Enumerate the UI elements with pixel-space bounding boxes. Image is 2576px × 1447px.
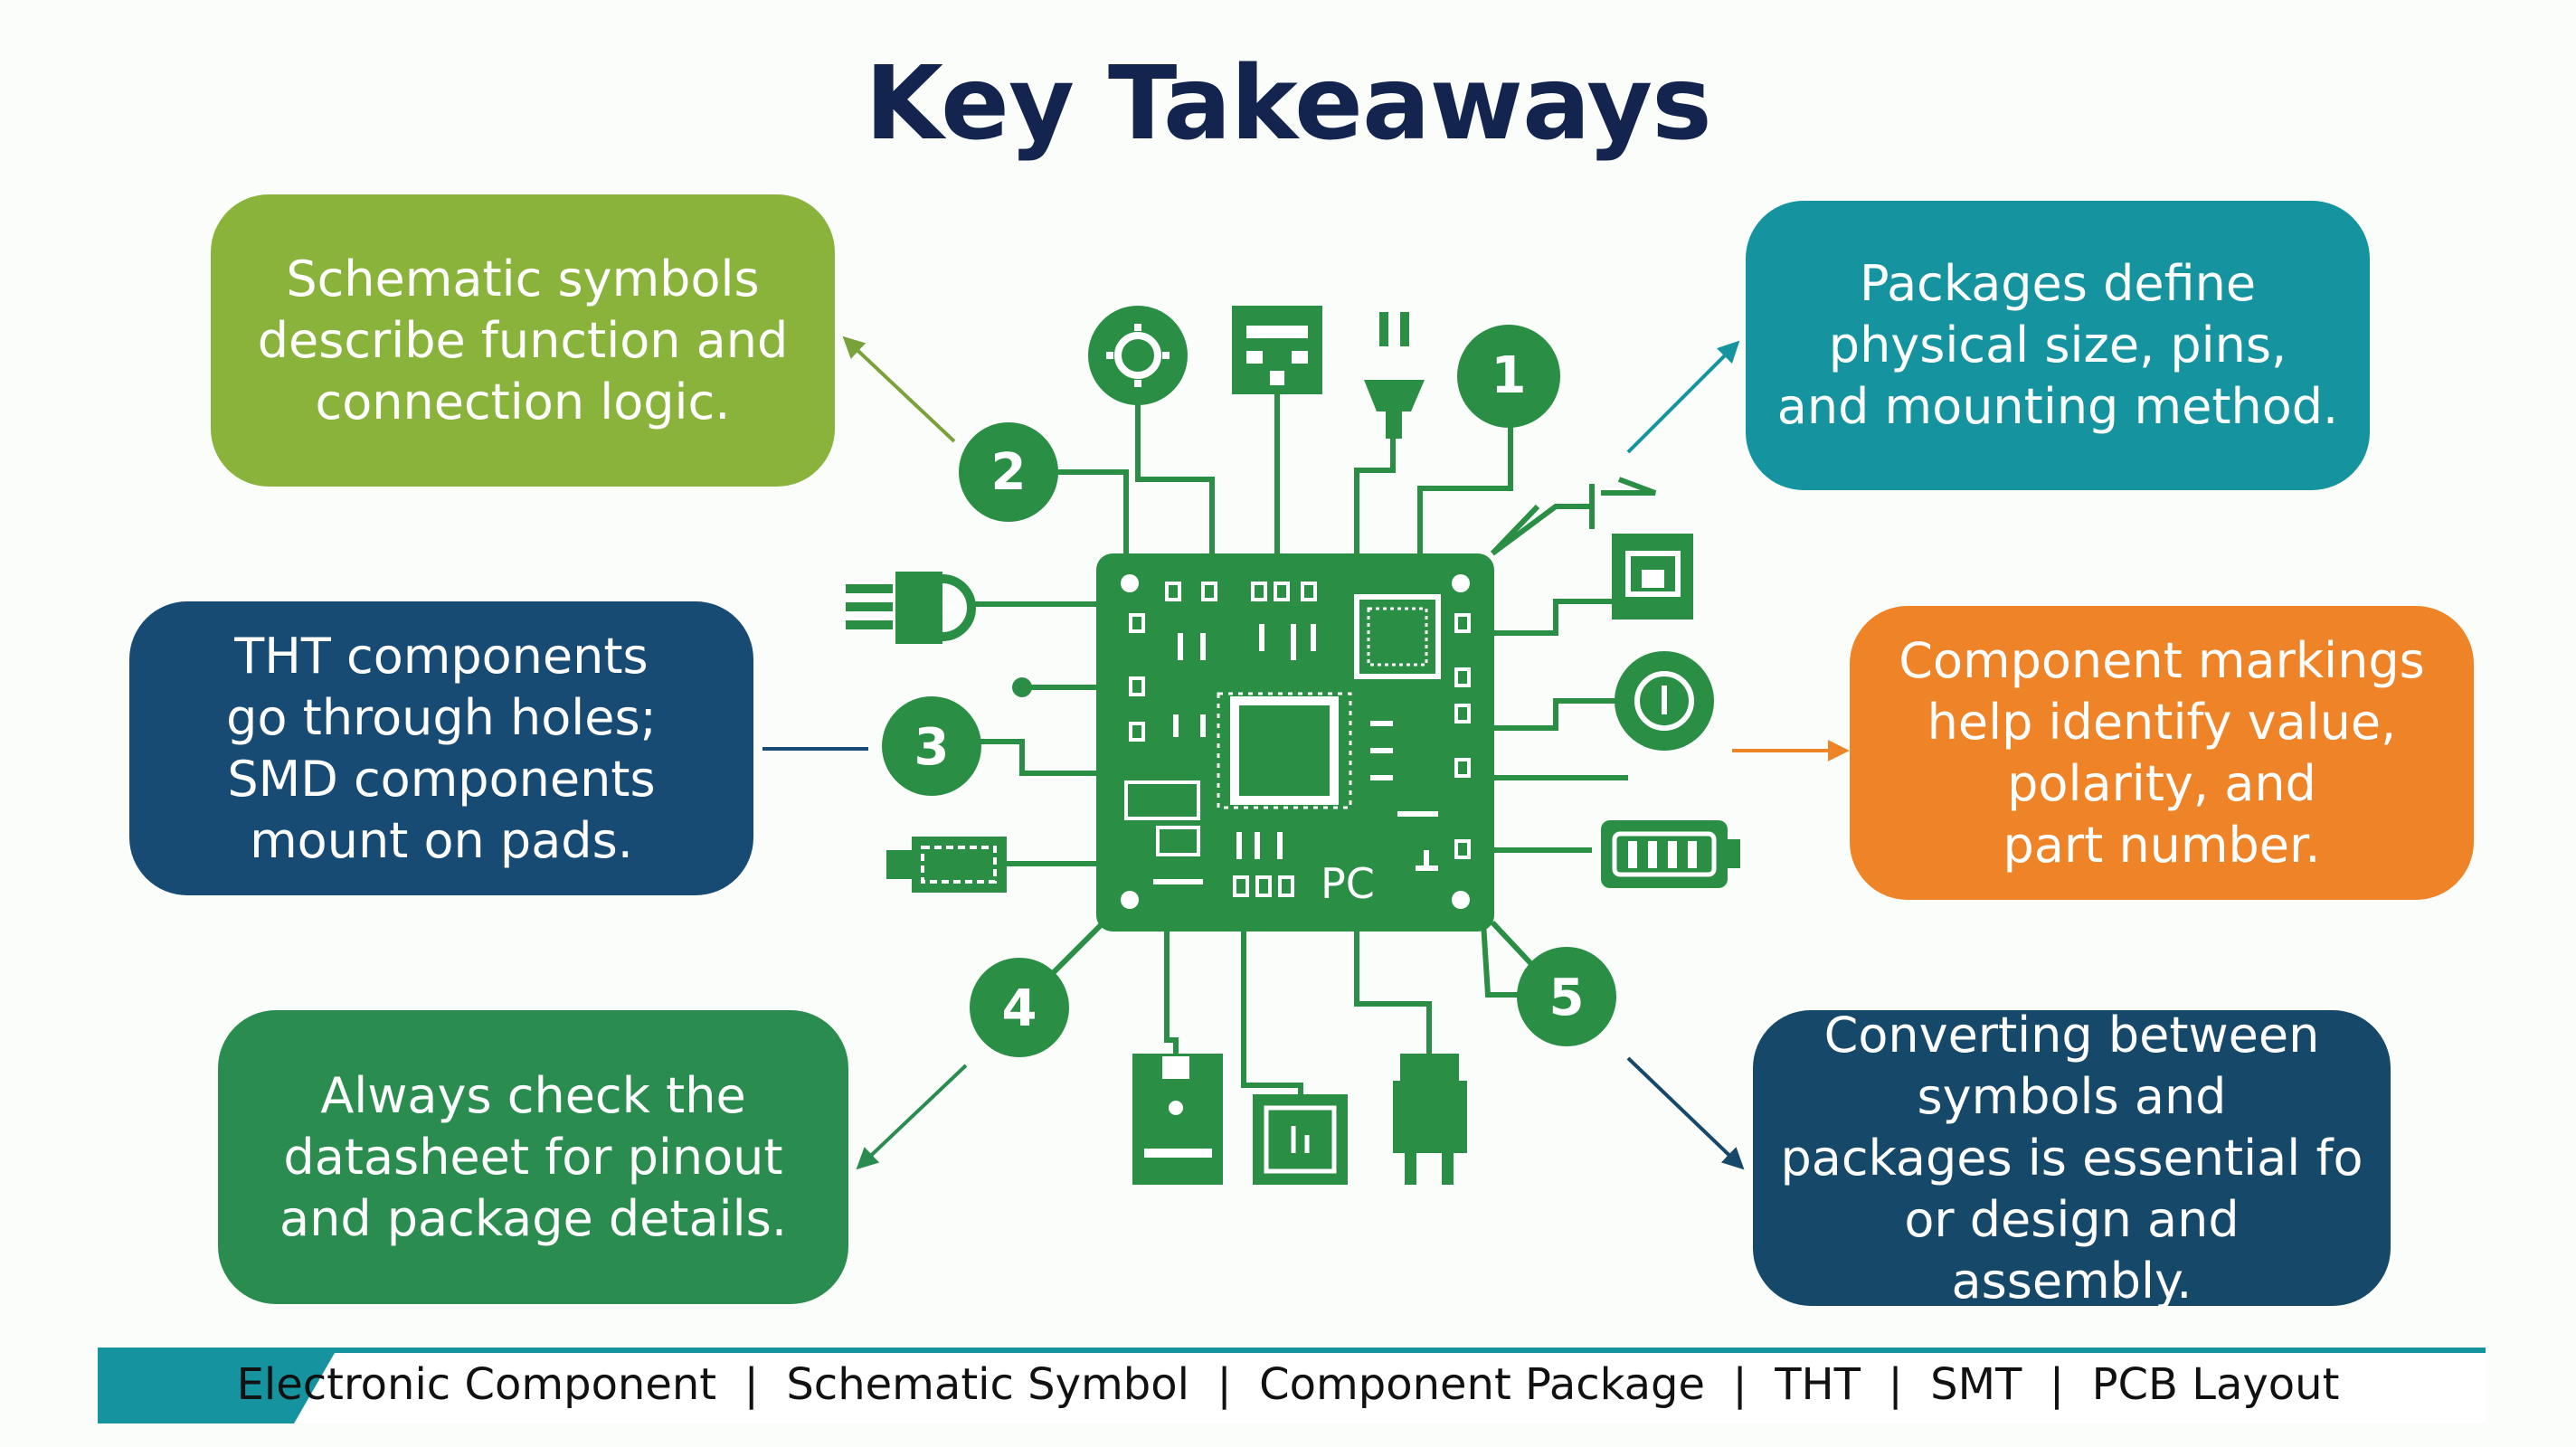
battery-icon [1601, 820, 1740, 888]
card-packages-text: Packages define physical size, pins, and… [1776, 255, 2339, 435]
svg-text:3: 3 [914, 718, 950, 777]
pcb-traces [975, 389, 1628, 1094]
svg-text:1: 1 [1492, 346, 1527, 405]
card-packages: Packages define physical size, pins, and… [1746, 201, 2370, 490]
marker-2: 2 [959, 422, 1058, 522]
plug-icon [1364, 312, 1425, 439]
fuse-icon [1132, 1054, 1223, 1185]
page-title: Key Takeaways [865, 45, 1712, 163]
potentiometer-icon [1253, 1094, 1348, 1185]
transistor-icon [1393, 1054, 1467, 1185]
marker-5: 5 [1517, 947, 1616, 1046]
card-datasheet-text: Always check the datasheet for pinout an… [279, 1066, 787, 1247]
svg-text:4: 4 [1002, 979, 1037, 1038]
card-component-markings-text: Component markings help identify value, … [1899, 631, 2425, 874]
pcb-board: PC [1096, 553, 1494, 932]
gear-icon [1088, 306, 1188, 405]
card-schematic-symbols-text: Schematic symbols describe function and … [257, 250, 789, 430]
ic-chip-icon [1232, 306, 1322, 394]
marker-1: 1 [1457, 325, 1560, 428]
svg-text:5: 5 [1549, 969, 1585, 1027]
connector-arrows [762, 336, 1850, 1170]
marker-3: 3 [882, 696, 981, 796]
card-tht-smd-text: THT components go through holes; SMD com… [226, 627, 657, 869]
card-converting-text: Converting between symbols and packages … [1780, 1006, 2363, 1310]
card-schematic-symbols: Schematic symbols describe function and … [211, 194, 835, 487]
switch-icon [1490, 477, 1657, 556]
marker-4: 4 [970, 958, 1069, 1057]
card-datasheet: Always check the datasheet for pinout an… [218, 1010, 848, 1304]
socket-icon [1612, 534, 1693, 619]
dot-node [1012, 677, 1032, 697]
card-converting: Converting between symbols and packages … [1753, 1007, 2391, 1310]
svg-text:2: 2 [991, 443, 1027, 502]
card-component-markings: Component markings help identify value, … [1850, 606, 2474, 900]
capacitor-icon [886, 837, 1007, 893]
footer-keywords: Electronic Component | Schematic Symbol … [236, 1359, 2340, 1410]
connector-icon [846, 572, 976, 644]
dial-icon [1615, 651, 1714, 751]
footer-bar [98, 1348, 2486, 1423]
board-label: PC [1321, 859, 1375, 908]
card-tht-smd: THT components go through holes; SMD com… [129, 601, 753, 895]
